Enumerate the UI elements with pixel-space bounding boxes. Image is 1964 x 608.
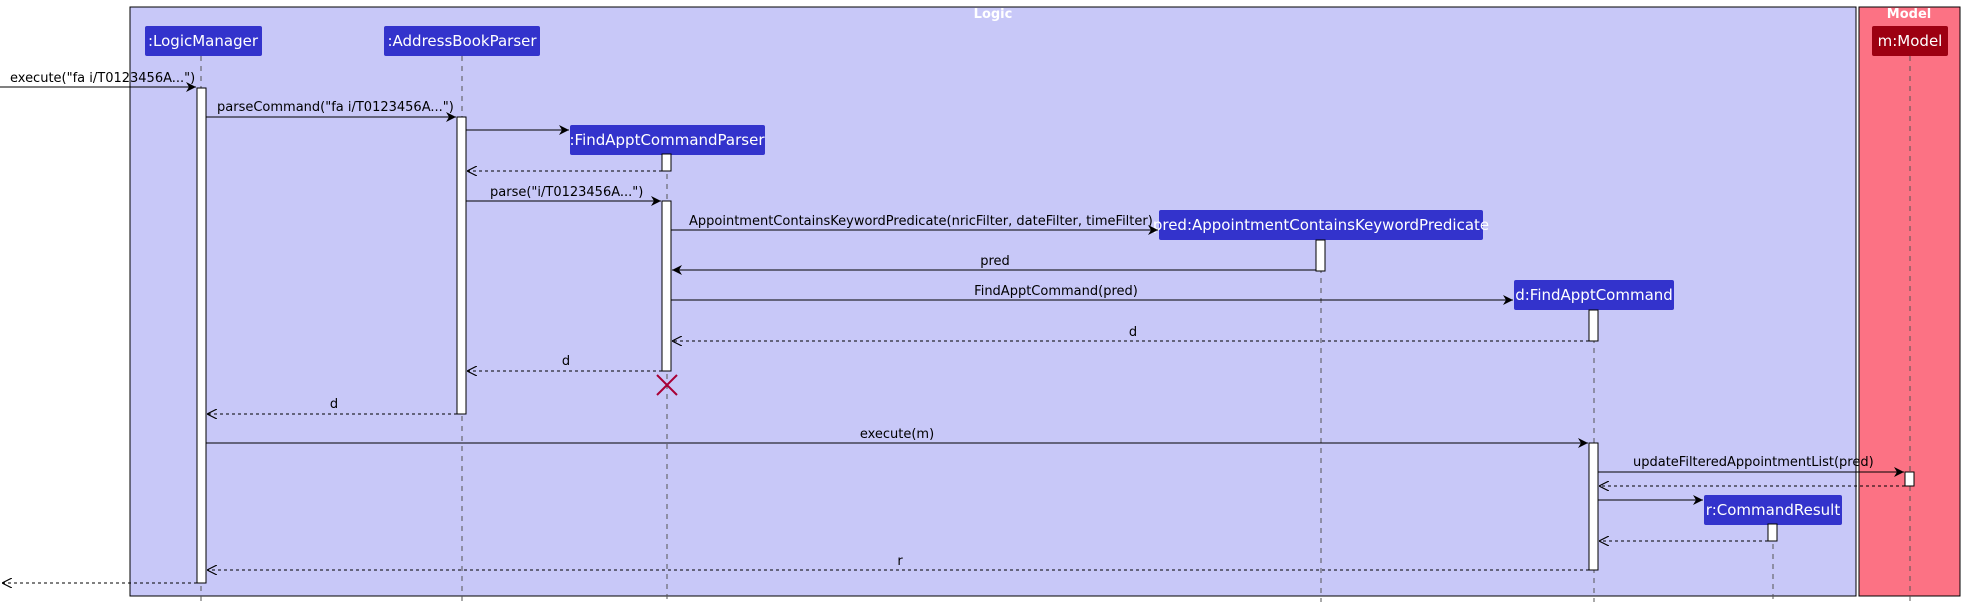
participant-label: :AddressBookParser bbox=[387, 32, 537, 50]
participant-box bbox=[1872, 26, 1948, 56]
destroy-x-stroke-2 bbox=[656, 374, 678, 396]
activation-find-appt-command-create bbox=[1588, 309, 1599, 342]
message-label-update-filtered: updateFilteredAppointmentList(pred) bbox=[1633, 455, 1874, 470]
message-label-parse: parse("i/T0123456A...") bbox=[490, 185, 643, 200]
participant-label: m:Model bbox=[1878, 32, 1943, 50]
destroy-x-icon bbox=[656, 374, 678, 396]
messages: execute("fa i/T0123456A...") parseComman… bbox=[0, 71, 1905, 583]
participant-label: pred:AppointmentContainsKeywordPredicate bbox=[1153, 216, 1489, 234]
participant-find-appt-command-parser: :FindApptCommandParser bbox=[569, 125, 765, 155]
activation-address-book-parser bbox=[456, 116, 467, 415]
participant-label: r:CommandResult bbox=[1706, 501, 1841, 519]
activation-find-appt-command-execute bbox=[1588, 442, 1599, 571]
participant-label: d:FindApptCommand bbox=[1515, 286, 1673, 304]
activation-find-appt-command-parser-parse bbox=[661, 200, 672, 372]
participant-box bbox=[1704, 495, 1842, 525]
participant-predicate: pred:AppointmentContainsKeywordPredicate bbox=[1153, 210, 1489, 240]
participant-logic-manager: :LogicManager bbox=[145, 26, 262, 56]
participant-address-book-parser: :AddressBookParser bbox=[384, 26, 540, 56]
message-label-command-ctor: FindApptCommand(pred) bbox=[974, 284, 1138, 299]
participant-command-result: r:CommandResult bbox=[1704, 495, 1842, 525]
message-label-execute-m: execute(m) bbox=[860, 427, 934, 442]
participant-label: :FindApptCommandParser bbox=[569, 131, 765, 149]
message-label-parse-command: parseCommand("fa i/T0123456A...") bbox=[217, 100, 454, 115]
participant-box bbox=[1159, 210, 1483, 240]
participant-box bbox=[1514, 280, 1674, 310]
activation-predicate bbox=[1315, 239, 1326, 272]
participant-model: m:Model bbox=[1872, 26, 1948, 56]
activation-find-appt-command-parser-create bbox=[661, 153, 672, 172]
message-label-r-return: r bbox=[897, 554, 903, 569]
message-label-d-return-1: d bbox=[1129, 325, 1137, 340]
participant-box bbox=[145, 26, 262, 56]
participant-box bbox=[384, 26, 540, 56]
logic-group-title: Logic bbox=[974, 7, 1013, 22]
participant-label: :LogicManager bbox=[148, 32, 259, 50]
activation-model bbox=[1904, 471, 1915, 487]
message-label-pred-return: pred bbox=[980, 254, 1010, 269]
model-group-title: Model bbox=[1887, 7, 1931, 22]
participant-box bbox=[570, 125, 765, 155]
participant-find-appt-command: d:FindApptCommand bbox=[1514, 280, 1674, 310]
message-label-d-return-3: d bbox=[330, 397, 338, 412]
message-label-predicate-ctor: AppointmentContainsKeywordPredicate(nric… bbox=[689, 214, 1153, 229]
activation-command-result bbox=[1767, 523, 1778, 542]
message-label-d-return-2: d bbox=[562, 354, 570, 369]
message-label-execute-input: execute("fa i/T0123456A...") bbox=[10, 71, 195, 86]
activation-logic-manager bbox=[196, 87, 207, 584]
activations bbox=[196, 87, 1915, 584]
